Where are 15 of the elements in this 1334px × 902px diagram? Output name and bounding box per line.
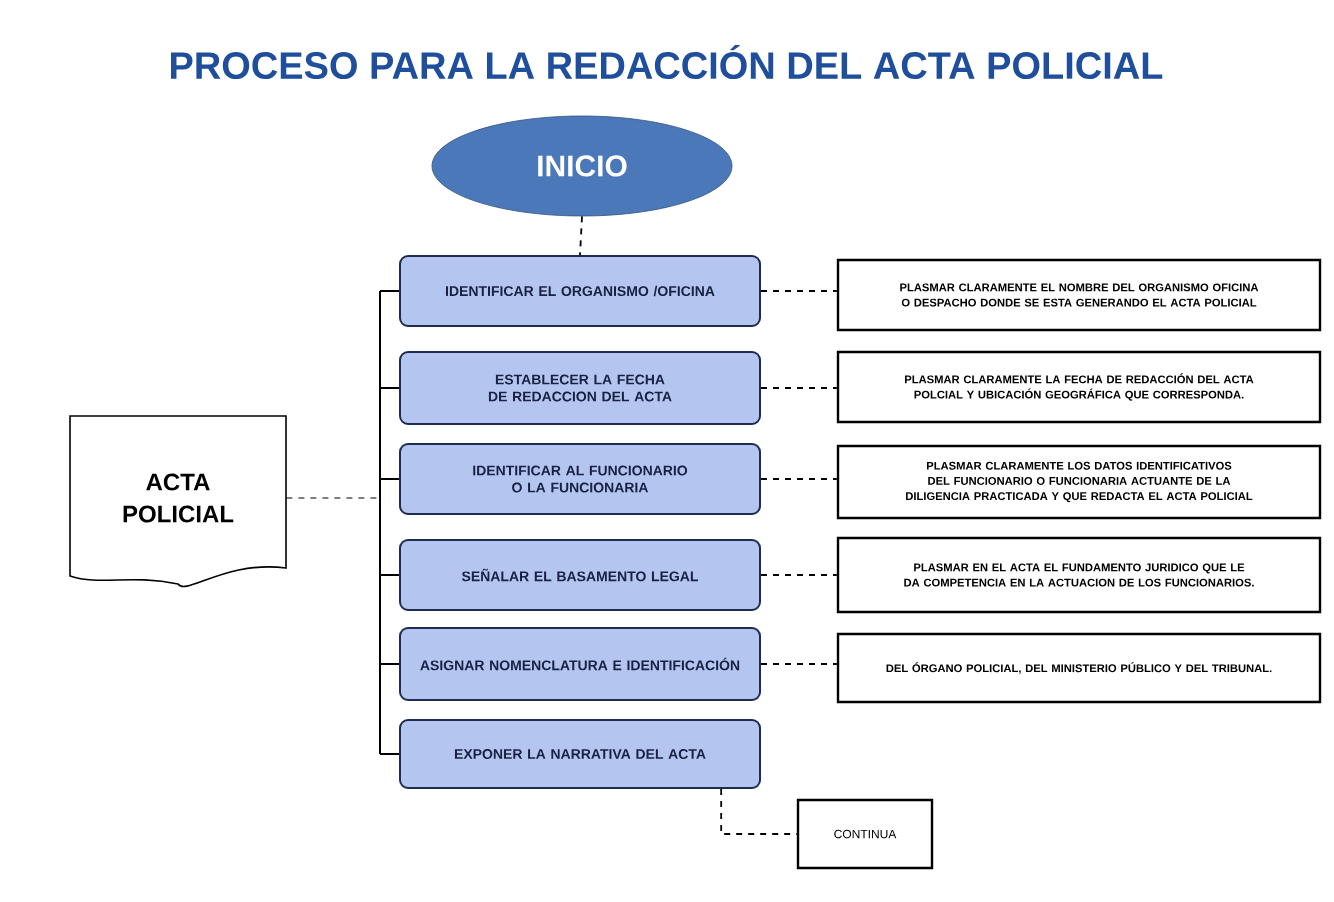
title: PROCESO PARA LA REDACCIÓN DEL ACTA POLICIAL <box>171 45 1163 80</box>
connector <box>379 753 400 755</box>
connector <box>379 387 400 389</box>
connector <box>760 290 838 292</box>
connector <box>579 215 583 256</box>
connector <box>379 290 400 292</box>
connector <box>760 387 838 389</box>
connector <box>285 290 381 755</box>
connector <box>760 574 838 576</box>
connector <box>379 663 400 665</box>
connector <box>760 663 838 665</box>
connector <box>760 478 838 480</box>
connector <box>379 478 400 480</box>
connector <box>379 574 400 576</box>
connector <box>720 788 798 835</box>
